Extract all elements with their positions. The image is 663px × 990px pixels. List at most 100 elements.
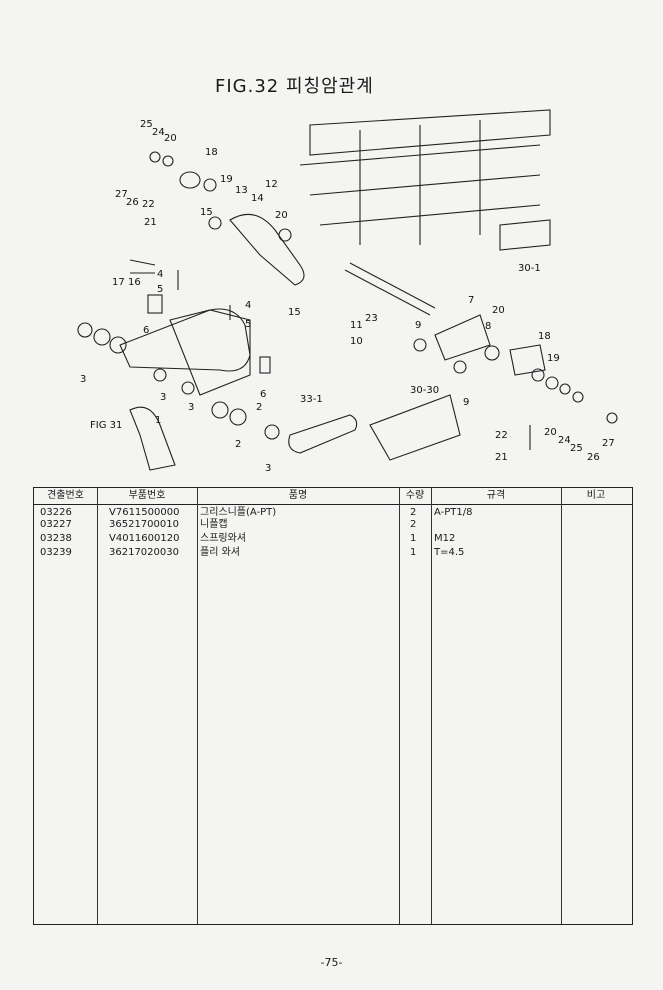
callout-25: 25 xyxy=(140,119,153,130)
diagram-labels: 25 24 20 18 27 26 22 21 19 13 12 14 15 2… xyxy=(80,119,615,474)
callout-18: 18 xyxy=(205,147,218,158)
callout-10: 10 xyxy=(350,336,363,347)
callout-30-30: 30-30 xyxy=(410,385,439,396)
table-row: 03227 36521700010 니플캡 2 xyxy=(34,519,632,531)
bush-2c xyxy=(211,401,229,419)
nipple-16-17 xyxy=(129,259,156,274)
callout-8: 8 xyxy=(485,321,491,332)
callout-4a: 4 xyxy=(157,269,163,280)
bush-20 xyxy=(278,228,292,242)
callout-3a: 3 xyxy=(80,374,86,385)
cell-name: 플리 와셔 xyxy=(200,547,240,558)
callout-21b: 21 xyxy=(495,452,508,463)
cell-name: 그리스니플(A-PT) xyxy=(200,507,277,518)
header-ref-no: 견출번호 xyxy=(47,490,84,501)
column-divider xyxy=(97,488,98,924)
column-divider xyxy=(197,488,198,924)
callout-9a: 9 xyxy=(415,320,421,331)
cap-27-right xyxy=(606,412,618,424)
callout-5a: 5 xyxy=(157,284,163,295)
callout-6b: 6 xyxy=(260,389,266,400)
table-header: 견출번호 부품번호 품명 수량 규격 비고 xyxy=(34,488,632,505)
callout-17: 17 xyxy=(112,277,125,288)
bush-2b xyxy=(109,336,127,354)
callout-24b: 24 xyxy=(558,435,571,446)
callout-27: 27 xyxy=(115,189,128,200)
callout-27b: 27 xyxy=(602,438,615,449)
bush-20-right xyxy=(484,345,500,361)
header-spec: 규격 xyxy=(486,490,506,501)
callout-20b: 20 xyxy=(275,210,288,221)
seal-3d xyxy=(264,424,280,440)
callout-3b: 3 xyxy=(160,392,166,403)
header-qty: 수량 xyxy=(405,490,425,501)
callout-22: 22 xyxy=(142,199,155,210)
bush-15 xyxy=(208,216,222,230)
cell-ref: 03227 xyxy=(40,519,72,530)
header-part-no: 부품번호 xyxy=(128,490,166,501)
cell-name: 니플캡 xyxy=(200,519,228,530)
callout-12: 12 xyxy=(265,179,278,190)
callout-21: 21 xyxy=(144,217,157,228)
cell-qty: 1 xyxy=(410,547,417,558)
callout-6a: 6 xyxy=(143,325,149,336)
seal-3a xyxy=(77,322,93,338)
cell-ref: 03226 xyxy=(40,507,72,518)
cell-spec: M12 xyxy=(434,533,456,544)
column-divider xyxy=(399,488,400,924)
page-number: -75- xyxy=(320,956,343,969)
bush-2d xyxy=(229,408,247,426)
cell-qty: 2 xyxy=(410,519,417,530)
callout-19: 19 xyxy=(220,174,233,185)
cell-part: V7611500000 xyxy=(109,507,180,518)
header-remarks: 비고 xyxy=(586,490,606,501)
callout-2b: 2 xyxy=(256,402,262,413)
cell-spec: T=4.5 xyxy=(434,547,465,558)
callout-9b: 9 xyxy=(463,397,469,408)
seal-3b xyxy=(153,368,167,382)
callout-7: 7 xyxy=(468,295,474,306)
table-row: 03239 36217020030 플리 와셔 1 T=4.5 xyxy=(34,547,632,559)
callout-1: 1 xyxy=(155,415,161,426)
callout-20: 20 xyxy=(164,133,177,144)
frame-ribs xyxy=(359,120,481,245)
bush-2a xyxy=(93,328,111,346)
callout-15b: 15 xyxy=(288,307,301,318)
seal-3c xyxy=(181,381,195,395)
bush-19 xyxy=(203,178,217,192)
washer-24 xyxy=(162,155,174,167)
table-row: 03226 V7611500000 그리스니플(A-PT) 2 A-PT1/8 xyxy=(34,507,632,519)
table-row: 03238 V4011600120 스프링와셔 1 M12 xyxy=(34,533,632,545)
column-divider xyxy=(561,488,562,924)
link-33-1 xyxy=(288,414,358,454)
callout-30-1: 30-1 xyxy=(518,263,541,274)
cell-spec: A-PT1/8 xyxy=(434,507,473,518)
pin-6a xyxy=(147,294,163,314)
washer-24-right xyxy=(559,383,571,395)
washer-25 xyxy=(149,151,161,163)
callout-2a: 2 xyxy=(235,439,241,450)
lever-1 xyxy=(129,406,176,471)
diagram-svg: 25 24 20 18 27 26 22 21 19 13 12 14 15 2… xyxy=(77,109,618,474)
callout-14: 14 xyxy=(251,193,264,204)
callout-fig31: FIG 31 xyxy=(90,420,122,431)
washer-25-right xyxy=(572,391,584,403)
frame-rail-top xyxy=(309,109,551,156)
callout-11: 11 xyxy=(350,320,363,331)
callout-33-1: 33-1 xyxy=(300,394,323,405)
cell-ref: 03238 xyxy=(40,533,72,544)
callout-3c: 3 xyxy=(188,402,194,413)
washer-20-right xyxy=(545,376,559,390)
arm-body xyxy=(169,309,251,396)
cell-qty: 1 xyxy=(410,533,417,544)
callout-20c: 20 xyxy=(492,305,505,316)
callout-22b: 22 xyxy=(495,430,508,441)
figure-title: FIG.32 피칭암관계 xyxy=(215,76,374,97)
bush-19-right xyxy=(531,368,545,382)
callout-26: 26 xyxy=(126,197,139,208)
cell-part: 36217020030 xyxy=(109,547,179,558)
column-divider xyxy=(431,488,432,924)
callout-25b: 25 xyxy=(570,443,583,454)
header-part-name: 품명 xyxy=(288,490,308,501)
